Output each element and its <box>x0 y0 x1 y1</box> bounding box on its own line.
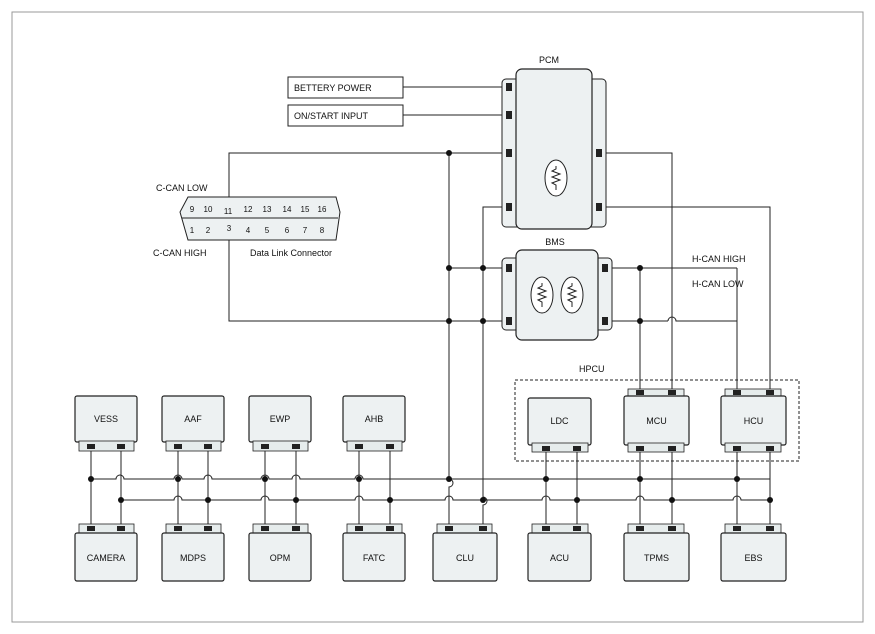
dlc-pins-top: 9 10 11 12 13 14 15 16 <box>190 205 327 216</box>
data-link-connector: 9 10 11 12 13 14 15 16 1 2 3 4 5 6 7 8 <box>179 196 341 241</box>
on-start-input-box: ON/START INPUT <box>287 104 404 127</box>
module-label: HCU <box>744 416 764 426</box>
h-can-low-label: H-CAN LOW <box>692 279 744 289</box>
module-ewp: EWP <box>248 395 312 452</box>
module-label: FATC <box>363 553 386 563</box>
pcm-module: PCM <box>501 55 607 230</box>
hpcu-label: HPCU <box>579 364 605 374</box>
svg-text:10: 10 <box>204 205 213 214</box>
svg-text:16: 16 <box>318 205 327 214</box>
module-fatc: FATC <box>342 523 406 582</box>
module-label: EBS <box>744 553 762 563</box>
module-ahb: AHB <box>342 395 406 452</box>
hpcu-group-border <box>514 379 800 462</box>
module-mcu: MCU <box>623 388 690 453</box>
module-label: OPM <box>270 553 291 563</box>
module-label: ACU <box>550 553 569 563</box>
svg-text:11: 11 <box>224 207 233 216</box>
on-start-input-label: ON/START INPUT <box>294 111 369 121</box>
svg-text:5: 5 <box>265 226 270 235</box>
module-vess: VESS <box>74 395 138 452</box>
module-ldc: LDC <box>527 397 592 453</box>
svg-text:2: 2 <box>206 226 211 235</box>
module-label: MCU <box>646 416 667 426</box>
svg-text:7: 7 <box>303 226 308 235</box>
module-label: LDC <box>550 416 569 426</box>
junction-dots <box>88 150 773 503</box>
module-ebs: EBS <box>720 523 787 582</box>
module-label: MDPS <box>180 553 206 563</box>
module-label: VESS <box>94 414 118 424</box>
svg-text:15: 15 <box>301 205 310 214</box>
module-label: CAMERA <box>87 553 126 563</box>
module-aaf: AAF <box>161 395 225 452</box>
module-acu: ACU <box>527 523 592 582</box>
svg-text:6: 6 <box>285 226 290 235</box>
module-tpms: TPMS <box>623 523 690 582</box>
bms-terminating-resistor-icon <box>530 276 554 314</box>
module-mdps: MDPS <box>161 523 225 582</box>
module-opm: OPM <box>248 523 312 582</box>
pcm-terminating-resistor-icon <box>544 159 568 197</box>
battery-power-box: BETTERY POWER <box>287 76 404 99</box>
svg-text:14: 14 <box>283 205 292 214</box>
bms-label: BMS <box>545 237 565 247</box>
module-label: TPMS <box>644 553 669 563</box>
module-hcu: HCU <box>720 388 787 453</box>
data-link-connector-label: Data Link Connector <box>250 248 332 258</box>
diagram-frame <box>11 11 864 623</box>
bms-module: BMS <box>501 237 613 341</box>
module-clu: CLU <box>432 523 498 582</box>
pcm-label: PCM <box>539 55 559 65</box>
dlc-pins-bottom: 1 2 3 4 5 6 7 8 <box>190 224 325 235</box>
svg-text:12: 12 <box>244 205 253 214</box>
h-can-high-label: H-CAN HIGH <box>692 254 746 264</box>
module-label: AAF <box>184 414 202 424</box>
module-label: CLU <box>456 553 474 563</box>
c-can-high-label: C-CAN HIGH <box>153 248 207 258</box>
svg-text:3: 3 <box>227 224 232 233</box>
module-label: EWP <box>270 414 291 424</box>
svg-text:1: 1 <box>190 226 195 235</box>
module-camera: CAMERA <box>74 523 138 582</box>
svg-text:4: 4 <box>246 226 251 235</box>
module-label: AHB <box>365 414 384 424</box>
svg-text:9: 9 <box>190 205 195 214</box>
svg-text:13: 13 <box>263 205 272 214</box>
svg-text:8: 8 <box>320 226 325 235</box>
bms-terminating-resistor-icon <box>560 276 584 314</box>
battery-power-label: BETTERY POWER <box>294 83 372 93</box>
c-can-low-label: C-CAN LOW <box>156 183 208 193</box>
